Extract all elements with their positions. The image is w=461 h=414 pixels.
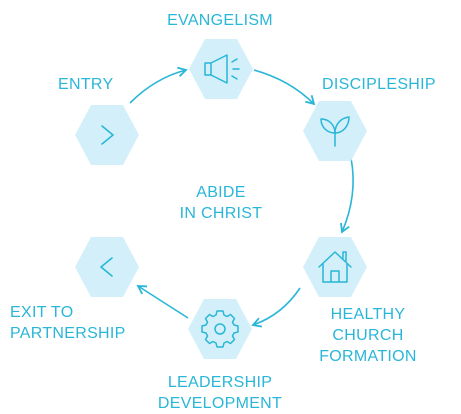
center-line-1: ABIDE xyxy=(196,184,246,201)
entry-label: ENTRY xyxy=(58,76,114,93)
arrow-church-to-leadership xyxy=(251,287,301,328)
arrow-entry-to-evangelism xyxy=(129,66,188,104)
leadership-label: LEADERSHIP DEVELOPMENT xyxy=(157,374,283,412)
healthy-church-label: HEALTHY CHURCH FORMATION xyxy=(319,306,417,365)
entry-node[interactable] xyxy=(74,104,140,166)
arrow-discipleship-to-church xyxy=(340,157,354,234)
chevron-right-icon xyxy=(101,125,114,145)
center-label: ABIDE IN CHRIST xyxy=(165,182,277,224)
leadership-node[interactable] xyxy=(187,298,253,360)
evangelism-label: EVANGELISM xyxy=(167,12,273,29)
arrow-evangelism-to-discipleship xyxy=(253,69,316,106)
evangelism-node[interactable] xyxy=(188,38,254,100)
chevron-left-icon xyxy=(100,257,113,277)
center-line-2: IN CHRIST xyxy=(179,205,263,222)
gear-icon xyxy=(201,310,239,348)
megaphone-icon xyxy=(204,54,240,84)
discipleship-node[interactable] xyxy=(302,100,368,162)
discipleship-label: DISCIPLESHIP xyxy=(322,76,436,93)
sprout-icon xyxy=(320,116,350,147)
arrow-leadership-to-exit xyxy=(136,285,189,319)
exit-label: EXIT TO PARTNERSHIP xyxy=(10,304,126,342)
house-icon xyxy=(318,251,352,283)
healthy-church-node[interactable] xyxy=(302,236,368,298)
exit-node[interactable] xyxy=(74,236,140,298)
